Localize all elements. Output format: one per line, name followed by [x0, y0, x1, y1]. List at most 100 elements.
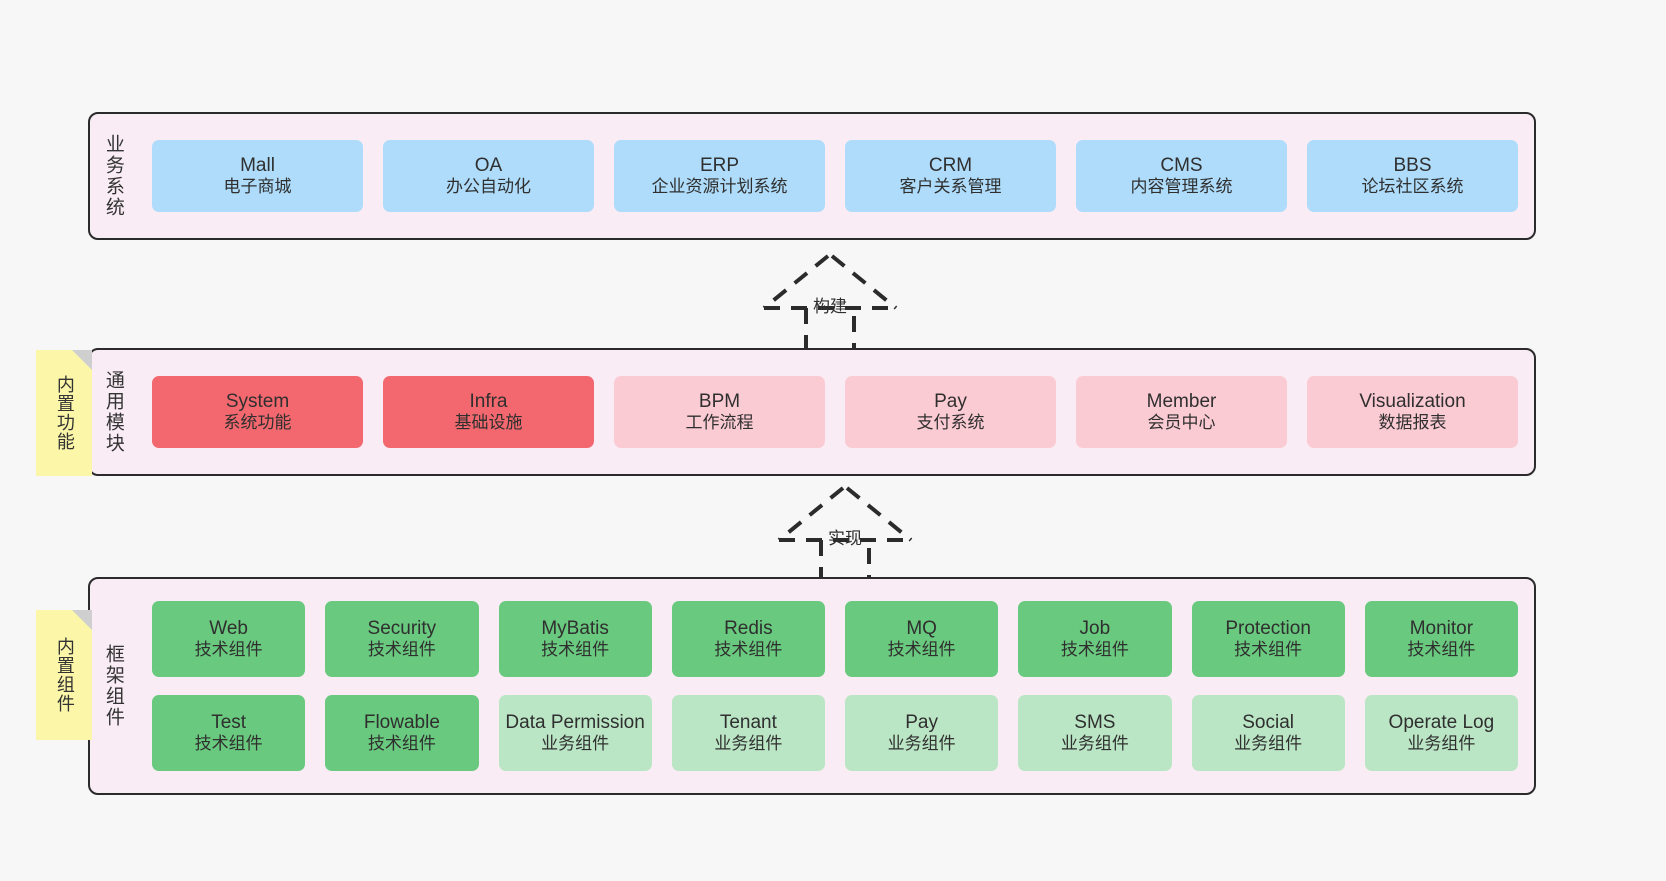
box-title: Protection: [1225, 618, 1311, 640]
sticky-note-label: 内置功能: [54, 375, 75, 451]
module-box-visualization[interactable]: Visualization 数据报表: [1307, 376, 1518, 448]
connector-build: 构建: [740, 250, 920, 355]
component-box-operate-log[interactable]: Operate Log 业务组件: [1364, 695, 1518, 771]
box-subtitle: 基础设施: [454, 413, 523, 433]
module-box-bpm[interactable]: BPM 工作流程: [614, 376, 825, 448]
box-title: BBS: [1393, 155, 1432, 177]
arrow-head-left-edge-icon: [777, 486, 845, 542]
box-title: Tenant: [719, 712, 777, 734]
box-title: Social: [1242, 712, 1294, 734]
sticky-note-builtin-components: 内置组件: [36, 610, 92, 740]
box-title: Infra: [469, 391, 508, 413]
box-title: Visualization: [1359, 391, 1466, 413]
component-box-test[interactable]: Test 技术组件: [152, 695, 306, 771]
system-box-oa[interactable]: OA 办公自动化: [383, 140, 594, 212]
box-title: Pay: [934, 391, 967, 413]
layer-title: 通用模块: [102, 370, 124, 454]
layer-common-modules: 通用模块 System 系统功能 Infra 基础设施 BPM 工作流程 Pay…: [88, 348, 1536, 476]
box-subtitle: 业务组件: [1060, 734, 1129, 754]
box-title: Pay: [905, 712, 938, 734]
box-subtitle: 支付系统: [916, 413, 985, 433]
layer-framework-components: 框架组件 Web 技术组件 Security 技术组件 MyBatis 技术组件…: [88, 577, 1536, 795]
box-title: CMS: [1160, 155, 1203, 177]
box-row: Mall 电子商城 OA 办公自动化 ERP 企业资源计划系统 CRM 客户关系…: [152, 140, 1518, 212]
box-title: Monitor: [1409, 618, 1474, 640]
box-subtitle: 技术组件: [541, 640, 610, 660]
arrow-head-right-edge-icon: [845, 486, 913, 542]
box-title: Mall: [240, 155, 275, 177]
system-box-erp[interactable]: ERP 企业资源计划系统: [614, 140, 825, 212]
box-subtitle: 技术组件: [194, 734, 263, 754]
box-title: CRM: [928, 155, 973, 177]
box-title: Flowable: [363, 712, 440, 734]
component-box-redis[interactable]: Redis 技术组件: [671, 601, 825, 677]
box-title: BPM: [698, 391, 741, 413]
system-box-bbs[interactable]: BBS 论坛社区系统: [1307, 140, 1518, 212]
box-title: Operate Log: [1388, 712, 1495, 734]
box-title: Member: [1146, 391, 1217, 413]
module-box-system[interactable]: System 系统功能: [152, 376, 363, 448]
system-box-cms[interactable]: CMS 内容管理系统: [1076, 140, 1287, 212]
box-title: ERP: [699, 155, 740, 177]
box-subtitle: 技术组件: [367, 734, 436, 754]
box-title: Job: [1079, 618, 1111, 640]
box-subtitle: 论坛社区系统: [1361, 177, 1464, 197]
system-box-crm[interactable]: CRM 客户关系管理: [845, 140, 1056, 212]
component-box-flowable[interactable]: Flowable 技术组件: [325, 695, 479, 771]
component-box-tenant[interactable]: Tenant 业务组件: [671, 695, 825, 771]
box-title: Web: [209, 618, 248, 640]
module-box-infra[interactable]: Infra 基础设施: [383, 376, 594, 448]
box-title: Security: [367, 618, 437, 640]
box-title: SMS: [1074, 712, 1116, 734]
component-box-mq[interactable]: MQ 技术组件: [845, 601, 999, 677]
box-row: Web 技术组件 Security 技术组件 MyBatis 技术组件 Redi…: [152, 601, 1518, 677]
box-subtitle: 会员中心: [1147, 413, 1216, 433]
box-subtitle: 业务组件: [714, 734, 783, 754]
system-box-mall[interactable]: Mall 电子商城: [152, 140, 363, 212]
box-subtitle: 企业资源计划系统: [651, 177, 788, 197]
box-subtitle: 技术组件: [887, 640, 956, 660]
box-title: System: [225, 391, 290, 413]
box-title: Redis: [724, 618, 773, 640]
box-subtitle: 办公自动化: [446, 177, 531, 197]
box-subtitle: 业务组件: [541, 734, 610, 754]
box-title: Test: [211, 712, 247, 734]
box-title: OA: [474, 155, 503, 177]
layer-body: Web 技术组件 Security 技术组件 MyBatis 技术组件 Redi…: [136, 579, 1534, 793]
layer-title: 框架组件: [102, 644, 124, 728]
box-subtitle: 技术组件: [1060, 640, 1129, 660]
layer-business-systems: 业务系统 Mall 电子商城 OA 办公自动化 ERP 企业资源计划系统 CRM…: [88, 112, 1536, 240]
component-box-monitor[interactable]: Monitor 技术组件: [1364, 601, 1518, 677]
module-box-member[interactable]: Member 会员中心: [1076, 376, 1287, 448]
box-subtitle: 内容管理系统: [1130, 177, 1233, 197]
box-title: MyBatis: [541, 618, 609, 640]
box-subtitle: 技术组件: [194, 640, 263, 660]
box-subtitle: 技术组件: [367, 640, 436, 660]
box-subtitle: 技术组件: [714, 640, 783, 660]
component-box-web[interactable]: Web 技术组件: [152, 601, 306, 677]
connector-implement: 实现: [755, 482, 935, 587]
component-box-job[interactable]: Job 技术组件: [1018, 601, 1172, 677]
component-box-pay[interactable]: Pay 业务组件: [845, 695, 999, 771]
component-box-social[interactable]: Social 业务组件: [1191, 695, 1345, 771]
box-subtitle: 工作流程: [685, 413, 754, 433]
box-subtitle: 客户关系管理: [899, 177, 1002, 197]
module-box-pay[interactable]: Pay 支付系统: [845, 376, 1056, 448]
box-subtitle: 数据报表: [1378, 413, 1447, 433]
box-row: Test 技术组件 Flowable 技术组件 Data Permission …: [152, 695, 1518, 771]
box-subtitle: 电子商城: [223, 177, 292, 197]
box-subtitle: 技术组件: [1234, 640, 1303, 660]
component-box-data-permission[interactable]: Data Permission 业务组件: [498, 695, 652, 771]
layer-title: 业务系统: [102, 134, 124, 218]
box-subtitle: 业务组件: [887, 734, 956, 754]
box-subtitle: 业务组件: [1407, 734, 1476, 754]
box-subtitle: 系统功能: [223, 413, 292, 433]
box-row: System 系统功能 Infra 基础设施 BPM 工作流程 Pay 支付系统…: [152, 376, 1518, 448]
box-subtitle: 技术组件: [1407, 640, 1476, 660]
component-box-mybatis[interactable]: MyBatis 技术组件: [498, 601, 652, 677]
layer-body: System 系统功能 Infra 基础设施 BPM 工作流程 Pay 支付系统…: [136, 350, 1534, 474]
component-box-protection[interactable]: Protection 技术组件: [1191, 601, 1345, 677]
component-box-security[interactable]: Security 技术组件: [325, 601, 479, 677]
component-box-sms[interactable]: SMS 业务组件: [1018, 695, 1172, 771]
